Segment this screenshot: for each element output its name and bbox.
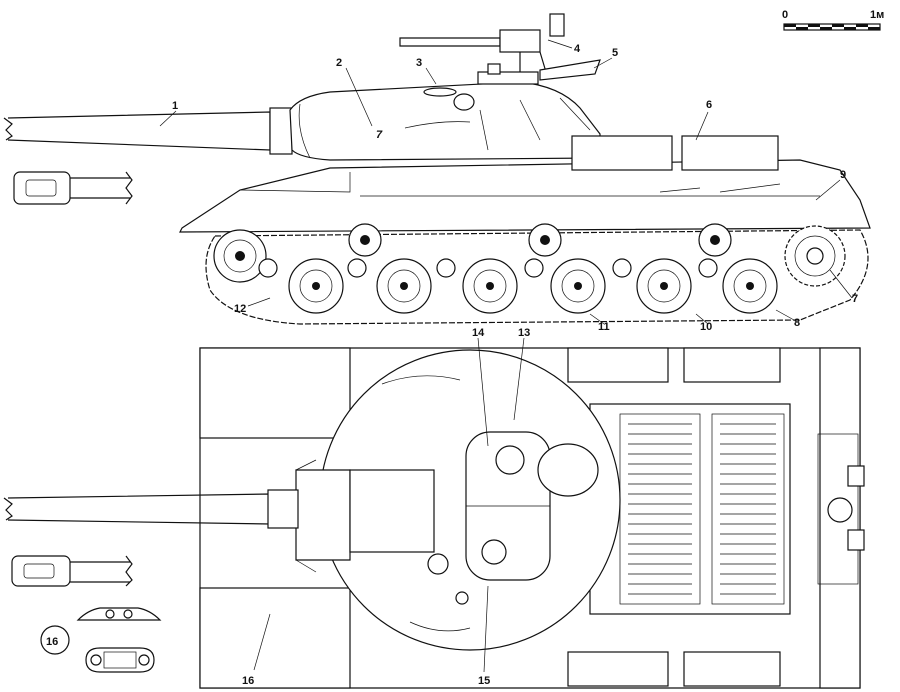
- engine-deck: [589, 403, 791, 615]
- detail-badge: 16: [40, 625, 70, 655]
- turret-number: 7: [376, 129, 383, 141]
- cupola-mg-side: [399, 13, 601, 85]
- road-wheels: [258, 258, 778, 314]
- callout-1: 1: [172, 100, 178, 112]
- idler-wheel: [213, 229, 267, 283]
- callout-13: 13: [518, 327, 530, 339]
- side-view: 7: [3, 13, 871, 325]
- callout-4: 4: [574, 43, 581, 55]
- callout-6: 6: [706, 99, 712, 111]
- callout-labels: 1 2 3 4 5 6 7 8 9 10 11 12 13 14 15 16: [172, 43, 858, 687]
- callout-11: 11: [598, 321, 610, 333]
- muzzle-brake-detail-top: [11, 555, 133, 587]
- callout-15: 15: [478, 675, 490, 687]
- rear-plate: [817, 433, 865, 585]
- track-side: [205, 229, 869, 325]
- callout-12: 12: [234, 303, 246, 315]
- muzzle-brake-detail-side: [13, 171, 133, 205]
- turret-top: [319, 349, 621, 651]
- mantlet-top: [295, 459, 435, 573]
- callout-5: 5: [612, 47, 618, 59]
- detail-badge-label: 16: [46, 636, 58, 648]
- scale-start-label: 0: [782, 9, 788, 21]
- callout-8: 8: [794, 317, 800, 329]
- turret-side: 7: [289, 81, 601, 161]
- callout-2: 2: [336, 57, 342, 69]
- callout-7: 7: [852, 293, 858, 305]
- drive-sprocket: [784, 225, 846, 287]
- callout-3: 3: [416, 57, 422, 69]
- hull-side: [179, 135, 871, 233]
- callout-10: 10: [700, 321, 712, 333]
- callout-14: 14: [472, 327, 485, 339]
- callout-9: 9: [840, 169, 846, 181]
- towing-link-detail: [76, 607, 162, 673]
- gun-barrel-side: [3, 107, 293, 155]
- callout-leaders: [159, 39, 853, 673]
- top-view: [3, 347, 865, 689]
- callout-16: 16: [242, 675, 254, 687]
- scale-bar: 0 1м: [782, 9, 884, 31]
- return-rollers: [348, 223, 732, 257]
- scale-end-label: 1м: [870, 9, 884, 21]
- gun-barrel-top: [3, 489, 299, 529]
